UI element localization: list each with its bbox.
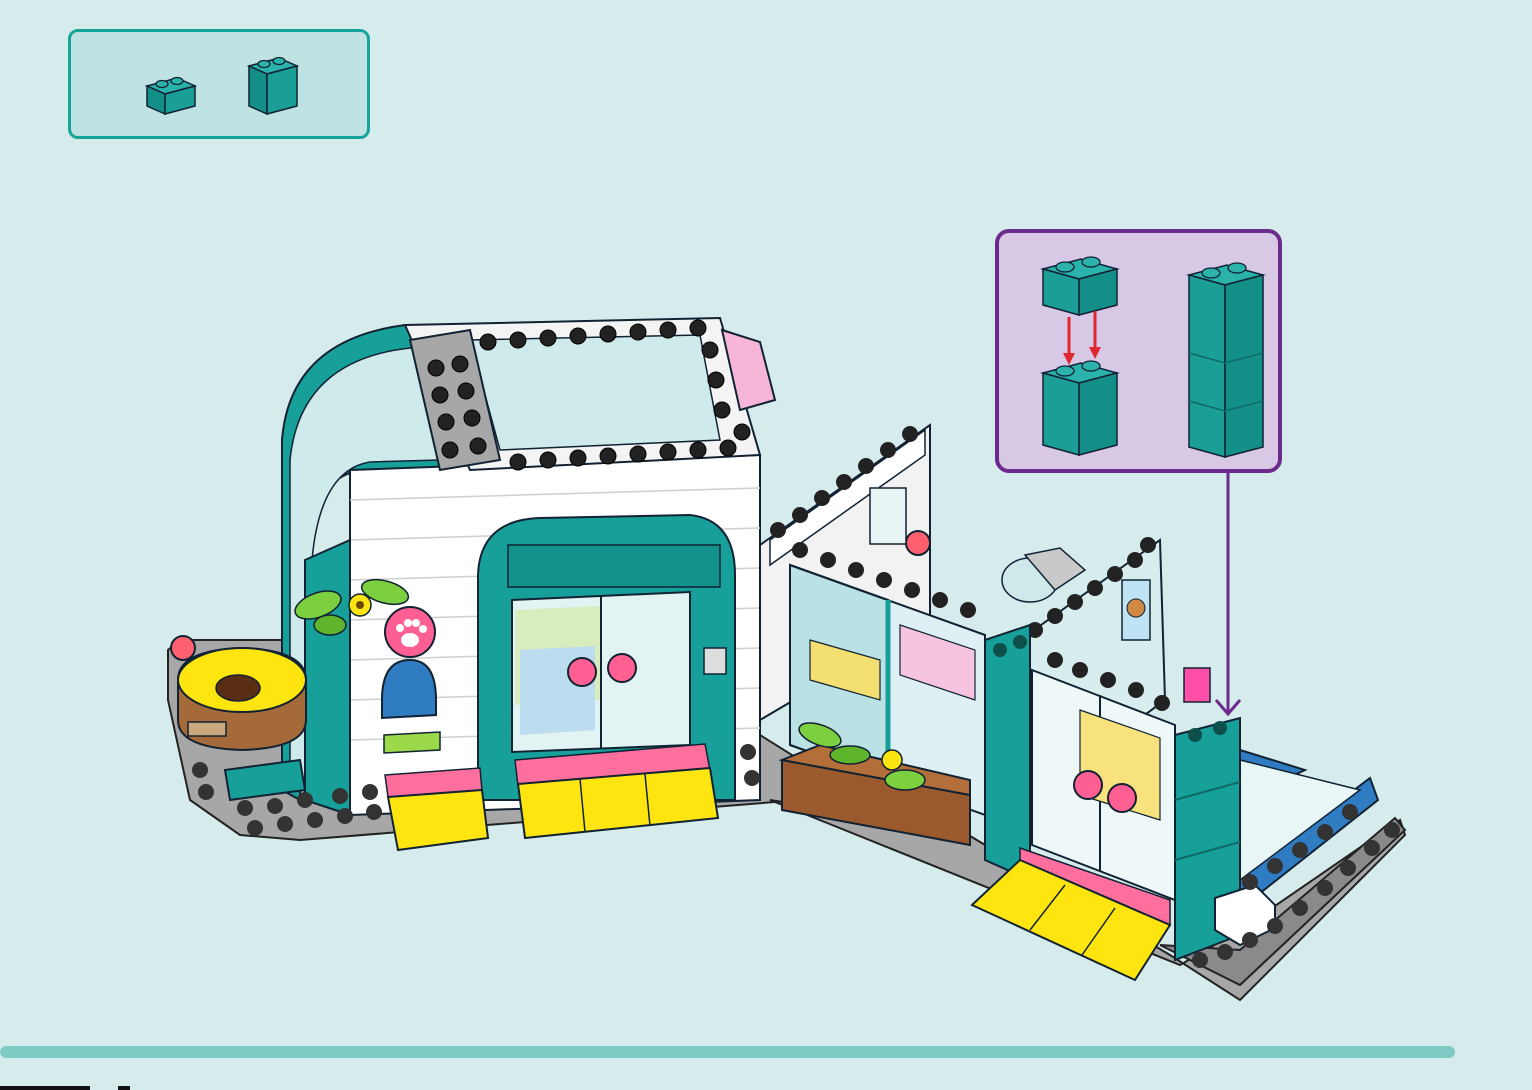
callout-pointer-arrow	[1216, 473, 1240, 714]
paw-print-icon	[385, 607, 435, 657]
footer-marks	[0, 1084, 140, 1090]
brick-1x2-icon	[1043, 257, 1117, 315]
right-section	[972, 537, 1400, 980]
callout-illustration	[999, 233, 1286, 477]
progress-bar	[0, 1046, 1455, 1058]
pink-cup-icon	[1184, 668, 1210, 702]
press-down-arrows-icon	[1063, 311, 1101, 365]
brick-1x2x2-icon	[1189, 263, 1263, 457]
middle-section	[760, 425, 985, 845]
callout-box	[995, 229, 1282, 473]
brick-1x2x2-base-icon	[1043, 361, 1117, 455]
toilet-panel	[870, 488, 906, 544]
keypad-icon	[704, 648, 726, 674]
main-building	[282, 318, 775, 850]
